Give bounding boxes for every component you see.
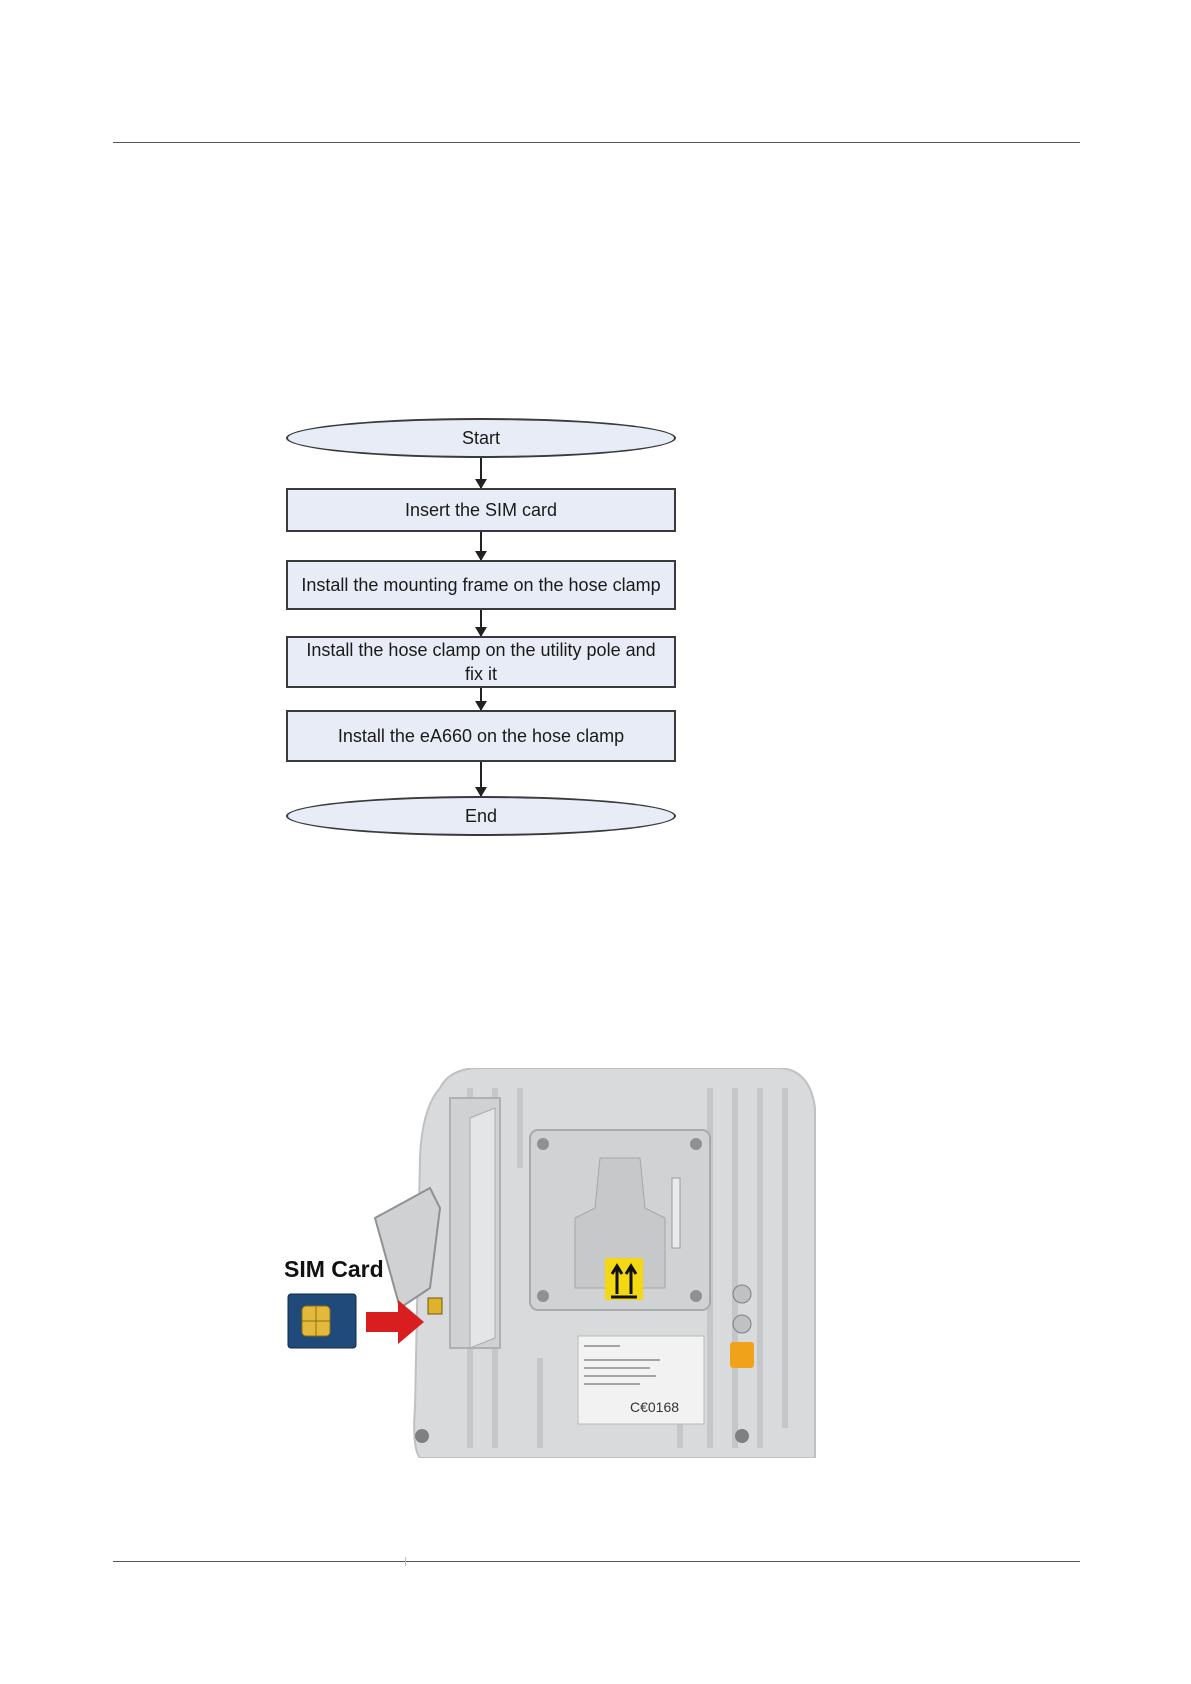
sim-card-label: SIM Card bbox=[284, 1256, 384, 1283]
flow-step-insert-sim: Insert the SIM card bbox=[286, 488, 676, 532]
flow-end-label: End bbox=[465, 804, 497, 828]
flow-arrow bbox=[480, 688, 482, 710]
flow-arrow bbox=[480, 532, 482, 560]
footer-rule bbox=[113, 1561, 1080, 1562]
footer-rule-divider bbox=[405, 1557, 406, 1566]
grounding-screw bbox=[733, 1315, 751, 1333]
flow-step-install-ea660: Install the eA660 on the hose clamp bbox=[286, 710, 676, 762]
flow-arrow bbox=[480, 762, 482, 796]
ce-mark: C€0168 bbox=[630, 1399, 679, 1415]
flow-step-label: Install the eA660 on the hose clamp bbox=[338, 724, 624, 748]
flow-step-hose-clamp-pole: Install the hose clamp on the utility po… bbox=[286, 636, 676, 688]
ground-label bbox=[730, 1342, 754, 1368]
flow-arrow bbox=[480, 610, 482, 636]
flow-step-label: Insert the SIM card bbox=[405, 498, 557, 522]
grounding-screw bbox=[733, 1285, 751, 1303]
flow-step-label: Install the hose clamp on the utility po… bbox=[298, 638, 664, 686]
insert-arrow-icon bbox=[366, 1300, 424, 1344]
sim-slot bbox=[428, 1298, 442, 1314]
flow-start-node: Start bbox=[286, 418, 676, 458]
flow-step-label: Install the mounting frame on the hose c… bbox=[301, 573, 660, 597]
flow-arrow bbox=[480, 458, 482, 488]
sim-insertion-photo: C€0168 SIM Card bbox=[280, 1068, 820, 1458]
installation-flowchart: Start Insert the SIM card Install the mo… bbox=[0, 0, 1191, 900]
flow-step-mounting-frame: Install the mounting frame on the hose c… bbox=[286, 560, 676, 610]
flow-start-label: Start bbox=[462, 426, 500, 450]
flow-end-node: End bbox=[286, 796, 676, 836]
this-way-up-label bbox=[605, 1258, 643, 1300]
